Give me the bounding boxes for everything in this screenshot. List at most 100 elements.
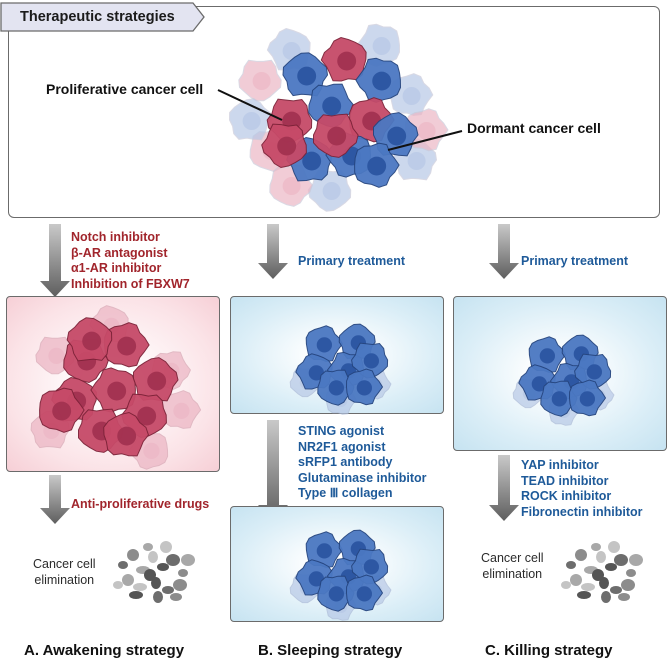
drug-item: Fibronectin inhibitor	[521, 504, 643, 519]
cell-nucleus	[143, 442, 160, 459]
proliferative-pointer	[217, 89, 283, 121]
drug-item: ROCK inhibitor	[521, 489, 612, 503]
awakening-title: A. Awakening strategy	[24, 642, 185, 659]
cell-nucleus	[147, 371, 167, 391]
cell-nucleus	[328, 586, 345, 602]
dead-cell-fragment	[581, 583, 595, 591]
dead-cell-fragment	[181, 554, 195, 566]
awakening-elimination-label: Cancer cell elimination	[33, 557, 96, 587]
dead-cell-fragment	[618, 593, 630, 601]
cell-nucleus	[107, 381, 127, 401]
cell-nucleus	[282, 177, 301, 195]
cell-nucleus	[407, 152, 426, 170]
cell-nucleus	[328, 380, 345, 396]
dead-cell-fragment	[162, 586, 174, 594]
dead-cell-fragment	[122, 574, 134, 586]
dead-cell-fragment	[160, 541, 172, 553]
killing-primary-label: Primary treatment	[521, 254, 628, 268]
cell-nucleus	[308, 571, 325, 587]
killing-title: C. Killing strategy	[485, 642, 613, 659]
arrow-down-icon	[40, 224, 70, 297]
drug-item: TEAD inhibitor	[521, 473, 609, 488]
dead-cell-fragment	[577, 591, 591, 599]
title-tag	[0, 2, 205, 32]
cell-nucleus	[337, 51, 357, 71]
dead-cell-fragment	[575, 549, 587, 561]
anti-proliferative-label: Anti-proliferative drugs	[71, 497, 210, 511]
dead-cell-fragment	[614, 554, 628, 566]
cell-nucleus	[48, 347, 65, 364]
drug-item: NR2F1 agonist	[298, 439, 386, 454]
cell-nucleus	[252, 72, 271, 90]
dead-cell-fragment	[129, 591, 143, 599]
cell-nucleus	[316, 337, 333, 353]
dead-cell-fragment	[157, 563, 169, 571]
dead-cell-fragment	[601, 591, 611, 603]
sleeping-cluster-2	[289, 529, 392, 621]
cell-nucleus	[372, 37, 391, 55]
sleeping-cluster-1	[289, 323, 392, 415]
cell-nucleus	[277, 136, 297, 156]
dead-cell-fragment	[570, 574, 582, 586]
awakening-drug-list: Notch inhibitor β-AR antagonist α1-AR in…	[71, 230, 190, 292]
cell-nucleus	[302, 151, 322, 171]
dormant-label: Dormant cancer cell	[467, 120, 601, 136]
cell-nucleus	[363, 559, 380, 575]
cell-nucleus	[52, 401, 72, 421]
cell-nucleus	[173, 402, 190, 419]
arrow-down-icon	[489, 224, 519, 279]
cell-nucleus	[387, 126, 407, 146]
drug-item: Type Ⅲ collagen	[298, 486, 393, 500]
dead-cell-fragment	[153, 591, 163, 603]
dead-cell-fragment	[143, 543, 153, 551]
sleeping-primary-label: Primary treatment	[298, 254, 405, 268]
killing-drug-list: YAP inhibitor TEAD inhibitor ROCK inhibi…	[521, 458, 643, 520]
cell-nucleus	[586, 364, 603, 380]
dead-cells-icon	[113, 541, 195, 603]
dead-cell-fragment	[173, 579, 187, 591]
cell-nucleus	[316, 543, 333, 559]
drug-item: Notch inhibitor	[71, 230, 160, 244]
dormant-pointer	[387, 130, 463, 151]
cell-nucleus	[417, 122, 436, 140]
dead-cell-fragment	[629, 554, 643, 566]
arrow-down-icon	[258, 224, 288, 279]
cell-nucleus	[308, 365, 325, 381]
dead-cell-fragment	[599, 577, 609, 589]
arrow-down-icon	[40, 475, 70, 524]
drug-item: STING agonist	[298, 424, 385, 438]
dead-cell-fragment	[605, 563, 617, 571]
sleeping-title: B. Sleeping strategy	[258, 642, 403, 659]
proliferative-label: Proliferative cancer cell	[46, 81, 204, 97]
dead-cell-fragment	[148, 551, 158, 563]
cell-nucleus	[551, 391, 568, 407]
cell-nucleus	[539, 348, 556, 364]
cell-nucleus	[372, 71, 392, 91]
drug-item: β-AR antagonist	[71, 245, 168, 260]
dead-cell-fragment	[561, 581, 571, 589]
dead-cell-fragment	[144, 569, 156, 581]
tumor-cluster	[228, 23, 449, 212]
drug-item: α1-AR inhibitor	[71, 261, 162, 275]
arrow-down-icon	[258, 420, 288, 521]
cell-nucleus	[356, 380, 373, 396]
cell-nucleus	[242, 112, 261, 130]
dead-cell-fragment	[127, 549, 139, 561]
dead-cell-fragment	[118, 561, 128, 569]
dead-cell-fragment	[591, 543, 601, 551]
cell-nucleus	[322, 96, 342, 116]
killing-cluster	[512, 334, 615, 426]
dead-cell-fragment	[170, 593, 182, 601]
awakening-cluster	[30, 305, 202, 470]
cell-nucleus	[367, 156, 387, 176]
tag-label: Therapeutic strategies	[20, 9, 175, 25]
dead-cell-fragment	[626, 569, 636, 577]
sleeping-drug-list: STING agonist NR2F1 agonist sRFP1 antibo…	[298, 424, 427, 502]
dead-cell-fragment	[133, 583, 147, 591]
dead-cell-fragment	[608, 541, 620, 553]
cell-nucleus	[531, 376, 548, 392]
arrow-down-icon	[489, 455, 519, 521]
cell-nucleus	[402, 87, 421, 105]
dead-cell-fragment	[566, 561, 576, 569]
